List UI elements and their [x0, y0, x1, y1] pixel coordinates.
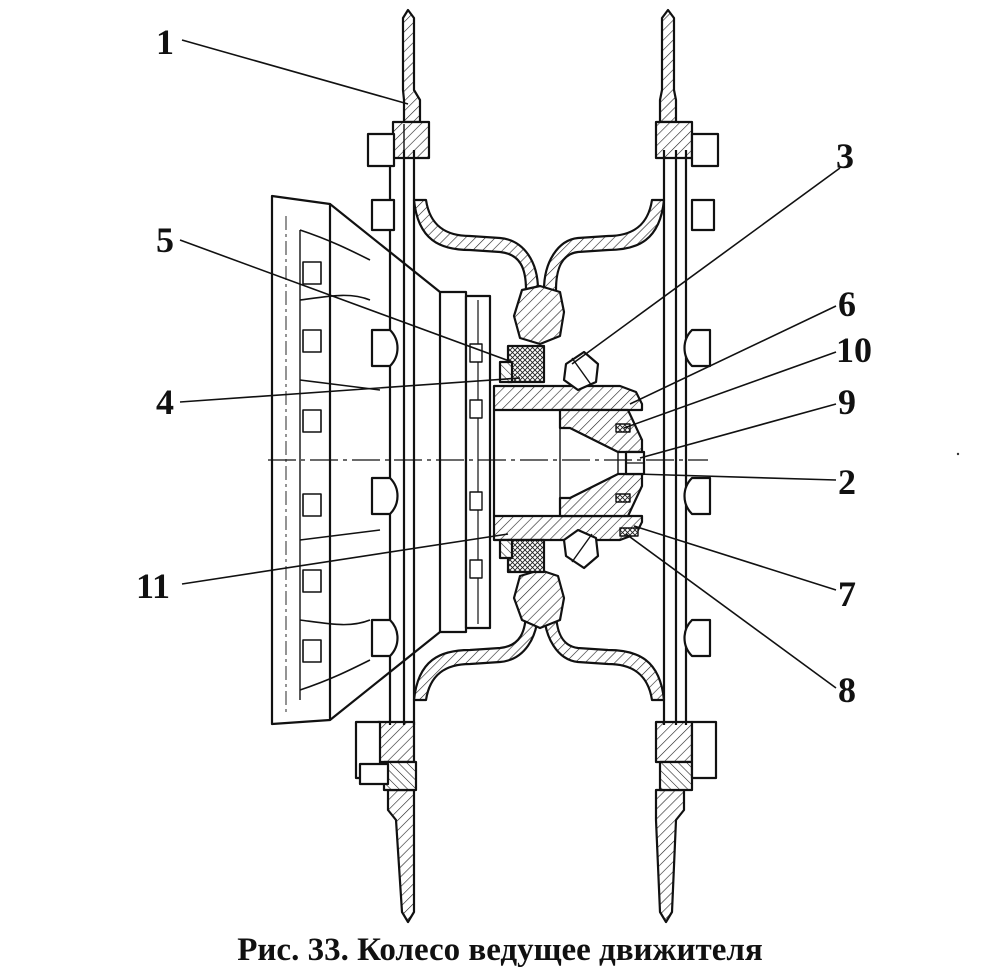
hub-bolt-upper — [562, 350, 600, 392]
axle-end-nut — [624, 450, 646, 476]
right-grouser-top — [654, 8, 694, 160]
bearing-lower — [498, 538, 546, 574]
rim-bolts-right — [683, 132, 720, 780]
bearing-upper — [498, 344, 546, 384]
leader-10 — [623, 351, 837, 429]
leader-1 — [181, 39, 409, 105]
hub-bolt-lower — [562, 528, 600, 570]
leader-4 — [179, 377, 521, 403]
rim-center-boss — [512, 284, 566, 630]
callout-10: 10 — [836, 330, 872, 370]
figure-caption: Рис. 33. Колесо ведущее движителя — [237, 932, 763, 968]
callout-5: 5 — [156, 220, 174, 260]
right-rim-flange — [662, 150, 688, 725]
left-grouser-bottom — [376, 720, 418, 924]
callout-1: 1 — [156, 22, 174, 62]
stray-dot — [956, 452, 960, 456]
leader-7 — [633, 525, 837, 591]
right-wheel-disc — [542, 198, 666, 702]
callout-3: 3 — [836, 136, 854, 176]
final-drive-flange — [270, 194, 492, 726]
callout-11: 11 — [136, 566, 170, 606]
callout-2: 2 — [838, 462, 856, 502]
leader-9 — [639, 403, 837, 459]
leader-11 — [181, 533, 509, 585]
callout-8: 8 — [838, 670, 856, 710]
callout-6: 6 — [838, 284, 856, 324]
leader-8 — [625, 533, 837, 689]
leader-5 — [179, 239, 513, 363]
right-grouser-bottom — [654, 720, 694, 924]
callout-4: 4 — [156, 382, 174, 422]
leader-6 — [629, 305, 837, 405]
callout-9: 9 — [838, 382, 856, 422]
leader-3 — [571, 167, 841, 365]
rim-bolts-left — [354, 132, 399, 786]
leader-2 — [635, 473, 837, 481]
wheel-hub — [492, 384, 644, 542]
left-grouser-top — [391, 8, 431, 160]
callout-7: 7 — [838, 574, 856, 614]
